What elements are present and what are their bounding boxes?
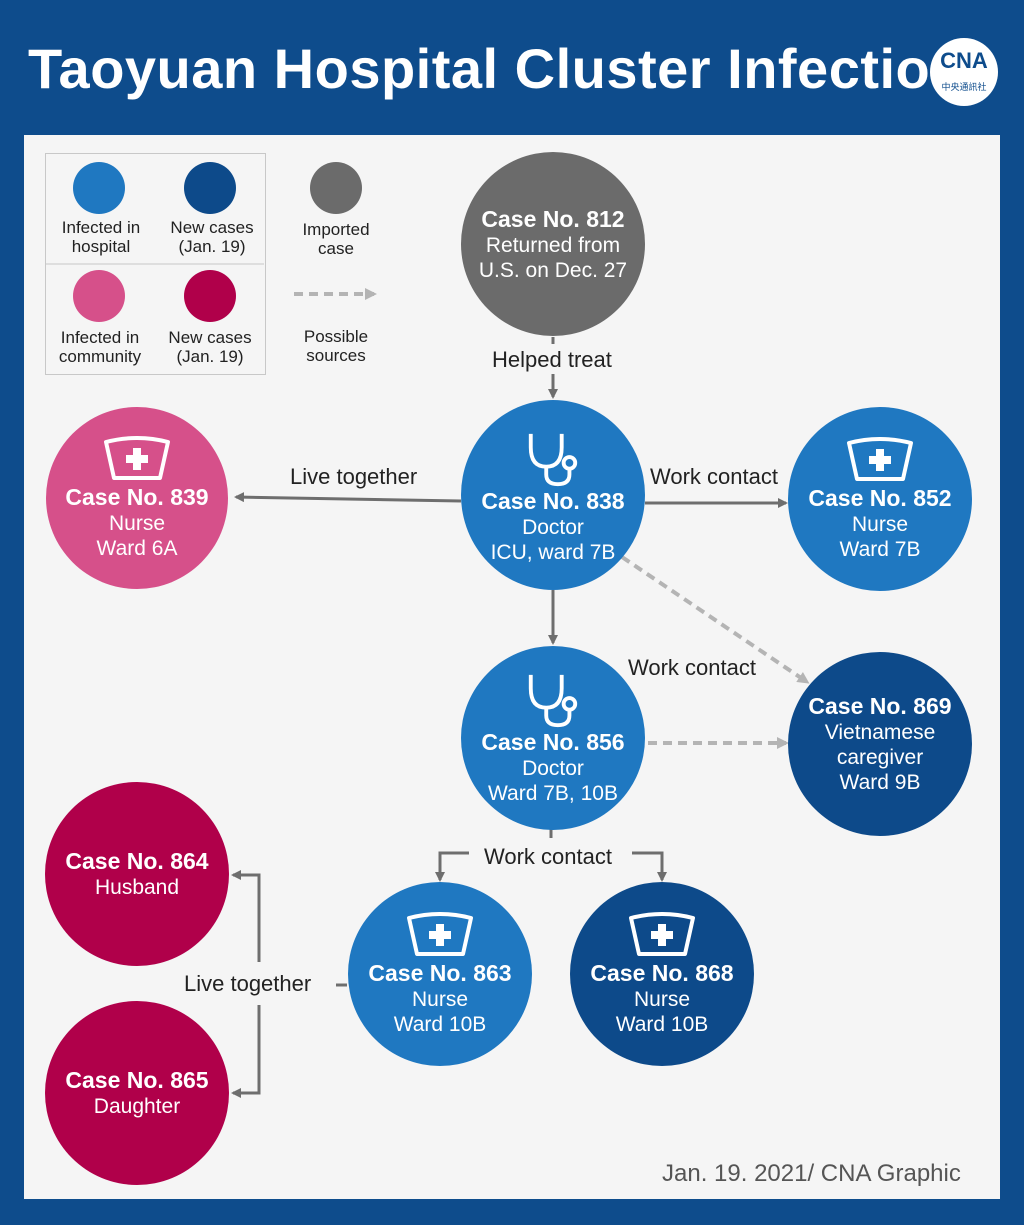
cna-logo: CNA 中央通訊社 <box>930 38 998 106</box>
page-title: Taoyuan Hospital Cluster Infection <box>28 37 965 100</box>
case-detail: Returned from <box>485 233 621 257</box>
case-detail: Ward 7B <box>839 537 921 561</box>
case-detail: Nurse <box>633 987 691 1011</box>
case-number: Case No. 863 <box>368 959 512 986</box>
case-detail: Ward 9B <box>839 771 921 794</box>
case-detail: ICU, ward 7B <box>490 540 616 564</box>
legend-community-dot <box>73 270 125 322</box>
node-case-852: Case No. 852 Nurse Ward 7B <box>788 407 972 591</box>
case-detail: Nurse <box>411 987 469 1011</box>
case-number: Case No. 856 <box>481 728 625 755</box>
case-detail: Ward 10B <box>615 1012 709 1036</box>
case-detail: Daughter <box>93 1095 181 1118</box>
legend-box <box>45 153 266 375</box>
case-number: Case No. 812 <box>481 205 625 232</box>
case-detail: Nurse <box>851 512 909 536</box>
case-detail: Ward 7B, 10B <box>488 781 618 805</box>
nurse-cap-icon <box>847 436 913 481</box>
case-number: Case No. 865 <box>65 1067 209 1093</box>
logo-sub: 中央通訊社 <box>941 82 987 92</box>
legend-community-label: Infected in community <box>58 328 142 366</box>
case-number: Case No. 838 <box>481 487 625 514</box>
stethoscope-icon <box>528 674 578 727</box>
case-number: Case No. 869 <box>808 693 952 719</box>
node-case-856: Case No. 856 Doctor Ward 7B, 10B <box>461 646 645 830</box>
case-number: Case No. 864 <box>65 848 209 874</box>
edge-838-869-dashed <box>620 555 810 684</box>
case-number: Case No. 839 <box>65 483 209 510</box>
legend-imported-label: Imported case <box>302 220 370 258</box>
edge-856-868 <box>632 851 667 882</box>
stethoscope-icon <box>528 433 578 486</box>
legend-new-hospital-label: New cases (Jan. 19) <box>170 218 254 256</box>
legend-new-community-dot <box>184 270 236 322</box>
edge-label-helped-treat: Helped treat <box>492 347 612 372</box>
edge-label-live-together: Live together <box>290 464 418 489</box>
node-case-864: Case No. 864 Husband <box>45 782 229 966</box>
legend-hospital-label: Infected in hospital <box>61 218 141 256</box>
edge-863-864 <box>231 870 261 962</box>
legend-hospital-dot <box>73 162 125 214</box>
edge-label-work-contact: Work contact <box>650 464 778 489</box>
case-detail: Ward 6A <box>96 536 178 560</box>
case-detail: Doctor <box>522 515 584 539</box>
node-case-869: Case No. 869 Vietnamese caregiver Ward 9… <box>788 652 972 836</box>
edge-label-work-contact: Work contact <box>628 655 756 680</box>
nurse-cap-icon <box>104 435 170 480</box>
nurse-cap-icon <box>629 911 695 956</box>
node-case-838: Case No. 838 Doctor ICU, ward 7B <box>461 400 645 590</box>
node-case-868: Case No. 868 Nurse Ward 10B <box>570 882 754 1066</box>
edge-856-863 <box>435 851 469 882</box>
case-number: Case No. 852 <box>808 484 952 511</box>
node-case-863: Case No. 863 Nurse Ward 10B <box>348 882 532 1066</box>
logo-mark: CNA <box>940 48 988 73</box>
case-detail: Ward 10B <box>393 1012 487 1036</box>
legend-imported-dot <box>310 162 362 214</box>
edge-863-865 <box>231 1005 261 1098</box>
case-number: Case No. 868 <box>590 959 734 986</box>
case-detail: Vietnamese <box>824 721 936 744</box>
node-case-865: Case No. 865 Daughter <box>45 1001 229 1185</box>
case-detail: caregiver <box>836 746 924 769</box>
footer-credit: Jan. 19. 2021/ CNA Graphic <box>662 1160 961 1187</box>
legend-new-community-label: New cases (Jan. 19) <box>168 328 252 366</box>
case-detail: Nurse <box>108 511 166 535</box>
legend-possible-label: Possible sources <box>303 327 369 365</box>
nurse-cap-icon <box>407 911 473 956</box>
case-detail: Doctor <box>522 756 584 780</box>
case-detail: Husband <box>94 876 180 899</box>
edge-label-live-together: Live together <box>184 971 312 996</box>
legend-new-hospital-dot <box>184 162 236 214</box>
node-case-839: Case No. 839 Nurse Ward 6A <box>46 407 228 589</box>
edge-label-work-contact: Work contact <box>484 844 612 869</box>
case-detail: U.S. on Dec. 27 <box>478 258 628 282</box>
edge-838-839 <box>234 492 462 503</box>
node-case-812: Case No. 812 Returned from U.S. on Dec. … <box>461 152 645 336</box>
